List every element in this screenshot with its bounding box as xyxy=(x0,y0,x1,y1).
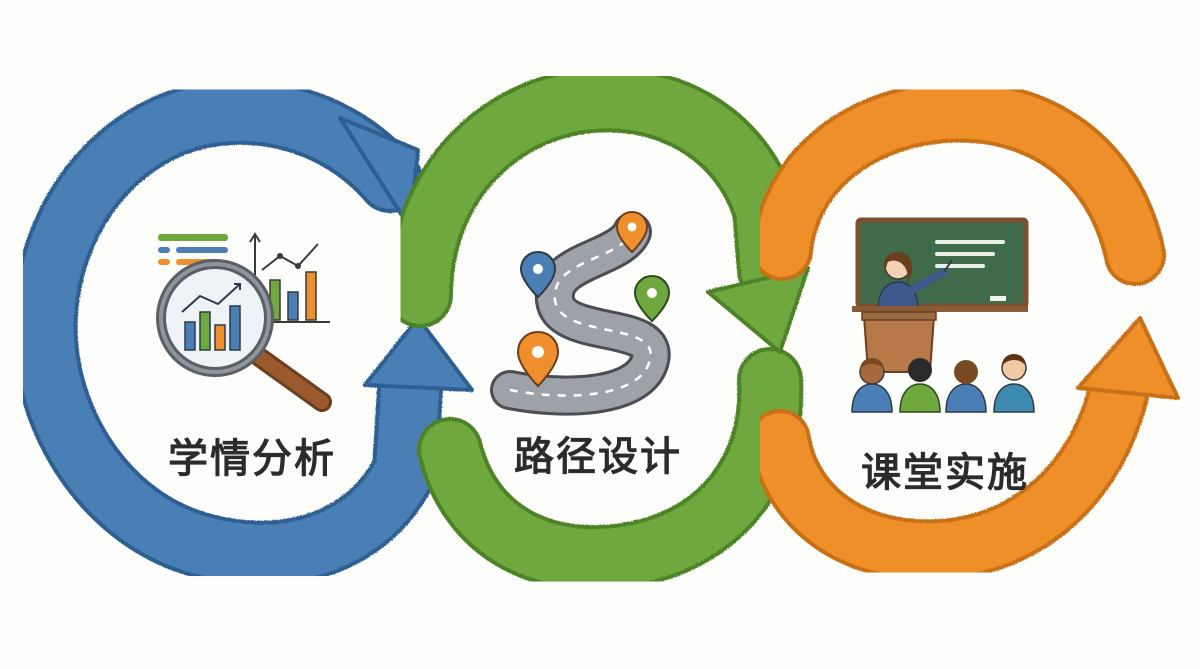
blue-arrowhead-bottom xyxy=(363,316,474,392)
green-arrowhead xyxy=(706,266,810,354)
winding-road-icon xyxy=(490,210,671,416)
students-illustration xyxy=(851,354,1035,413)
orange-arrowhead xyxy=(1076,316,1180,400)
stage-label-analysis: 学情分析 xyxy=(168,436,336,482)
stage-label-path: 路径设计 xyxy=(514,434,682,480)
stage-label-class: 课堂实施 xyxy=(861,450,1029,496)
orange-cycle-arrow xyxy=(749,80,1180,582)
magnifier-chart-icon xyxy=(156,232,332,412)
teacher-classroom-icon xyxy=(851,217,1035,413)
blue-cycle-arrow xyxy=(11,78,474,587)
